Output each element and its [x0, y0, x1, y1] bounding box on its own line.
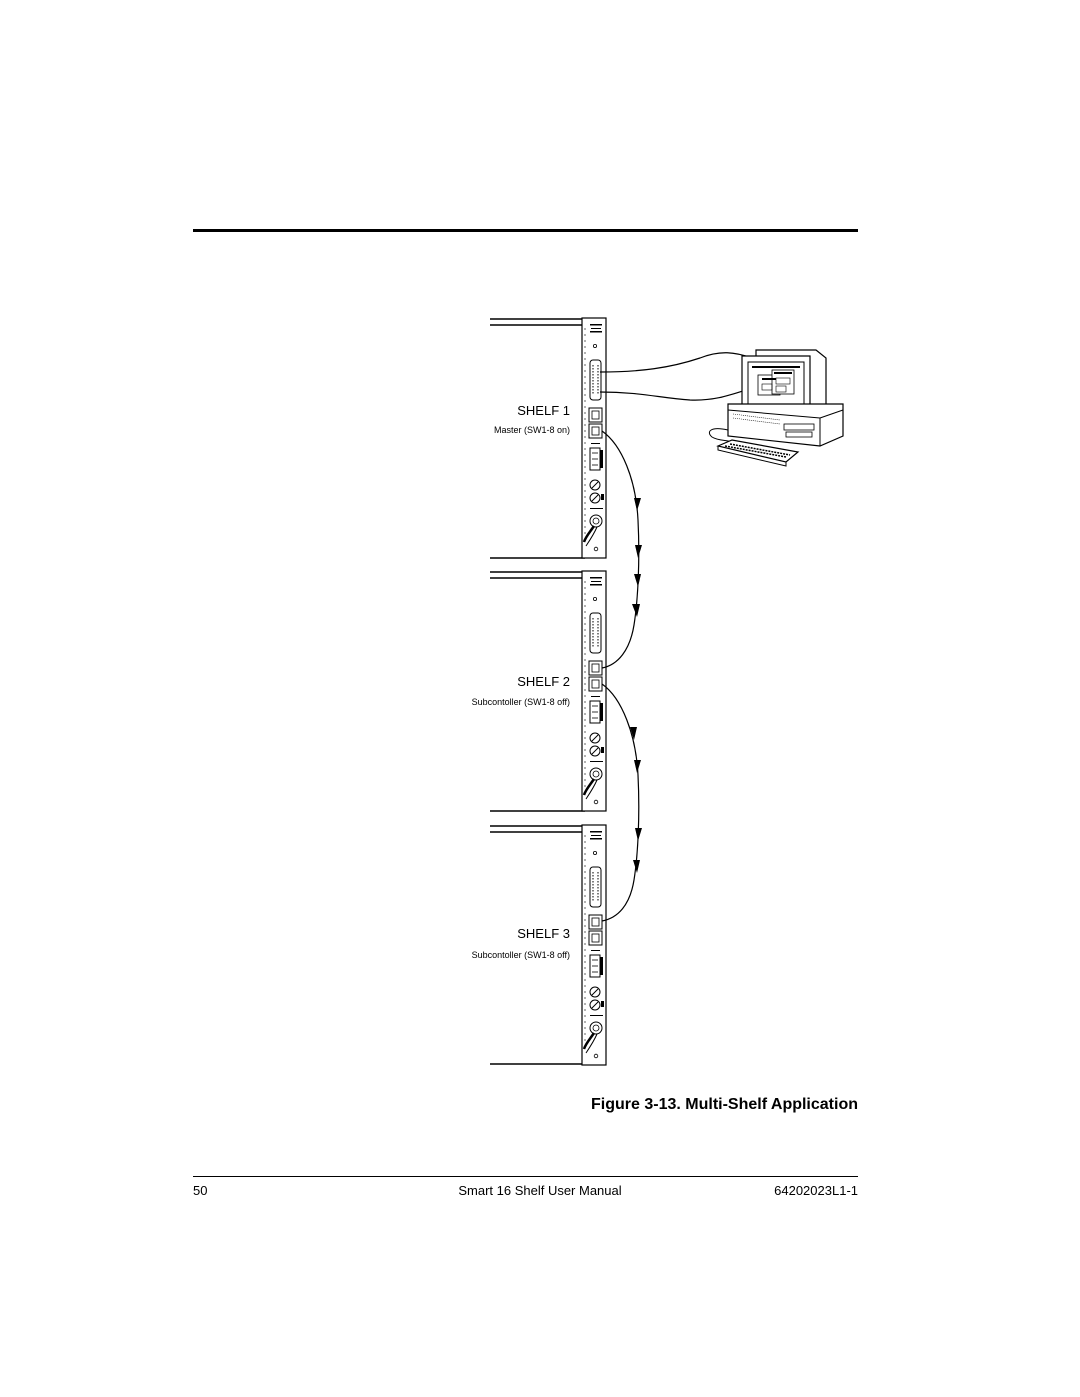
shelf-1-unit [490, 316, 608, 560]
shelf-3-role: Subcontoller (SW1-8 off) [471, 950, 570, 960]
shelf-2-unit [490, 569, 608, 813]
multi-shelf-diagram [490, 316, 844, 1067]
shelf-1-label: SHELF 1 [517, 403, 570, 418]
shelf-1-role: Master (SW1-8 on) [493, 425, 570, 435]
shelf-2-role: Subcontoller (SW1-8 off) [471, 697, 570, 707]
manual-title: Smart 16 Shelf User Manual [458, 1183, 622, 1198]
shelf-2-label: SHELF 2 [517, 674, 570, 689]
computer-cable [599, 352, 753, 401]
document-number: 64202023L1-1 [774, 1183, 858, 1198]
daisy-chain-cable-1-2 [601, 430, 642, 669]
daisy-chain-cable-2-3 [601, 683, 642, 922]
shelf-3-label: SHELF 3 [517, 926, 570, 941]
header-rule [193, 229, 858, 232]
footer-rule [193, 1176, 858, 1177]
computer-icon [708, 349, 844, 467]
figure-caption: Figure 3-13. Multi-Shelf Application [591, 1096, 858, 1113]
page-number: 50 [193, 1183, 208, 1198]
shelf-3-unit [490, 823, 608, 1067]
